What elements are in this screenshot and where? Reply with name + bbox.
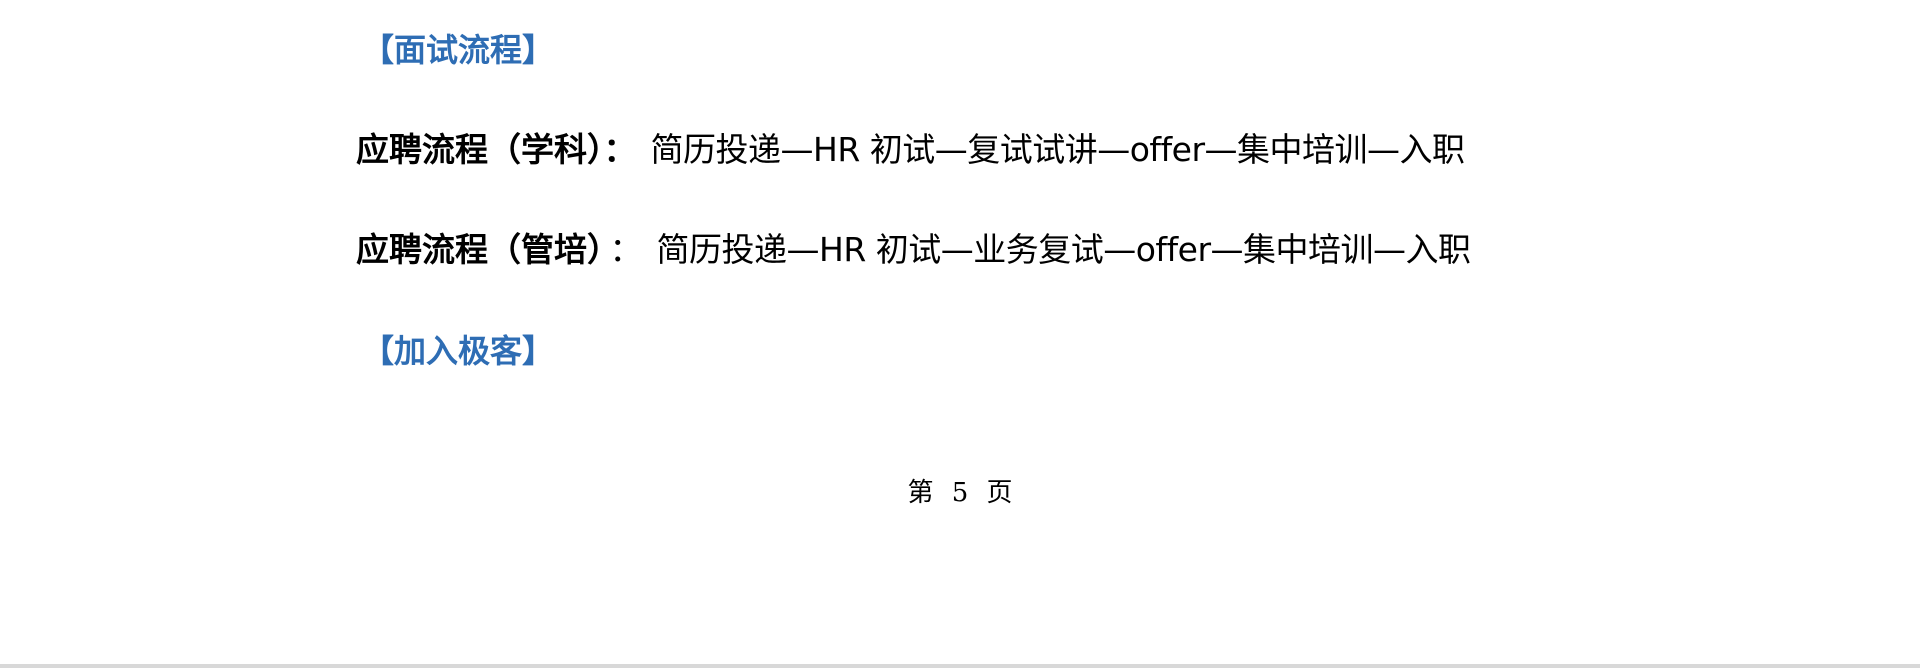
flow-label-management: 应聘流程（管培） [356,230,604,269]
page-number: 第 5 页 [907,478,1013,508]
interview-process-heading: 【面试流程】 [362,31,555,69]
flow-steps-subject: 简历投递—HR 初试—复试试讲—offer—集中培训—入职 [650,130,1466,169]
flow-row-management: 应聘流程（管培）： 简历投递—HR 初试—业务复试—offer—集中培训—入职 [356,228,1471,272]
flow-label-subject: 应聘流程（学科） [356,130,604,169]
flow-steps-management: 简历投递—HR 初试—业务复试—offer—集中培训—入职 [656,230,1472,269]
flow-row-subject: 应聘流程（学科）： 简历投递—HR 初试—复试试讲—offer—集中培训—入职 [356,128,1465,172]
flow-colon-management: ： [609,230,643,269]
flow-colon-subject: ： [603,130,637,169]
join-geek-heading: 【加入极客】 [362,332,555,370]
page-bottom-divider [0,664,1920,668]
